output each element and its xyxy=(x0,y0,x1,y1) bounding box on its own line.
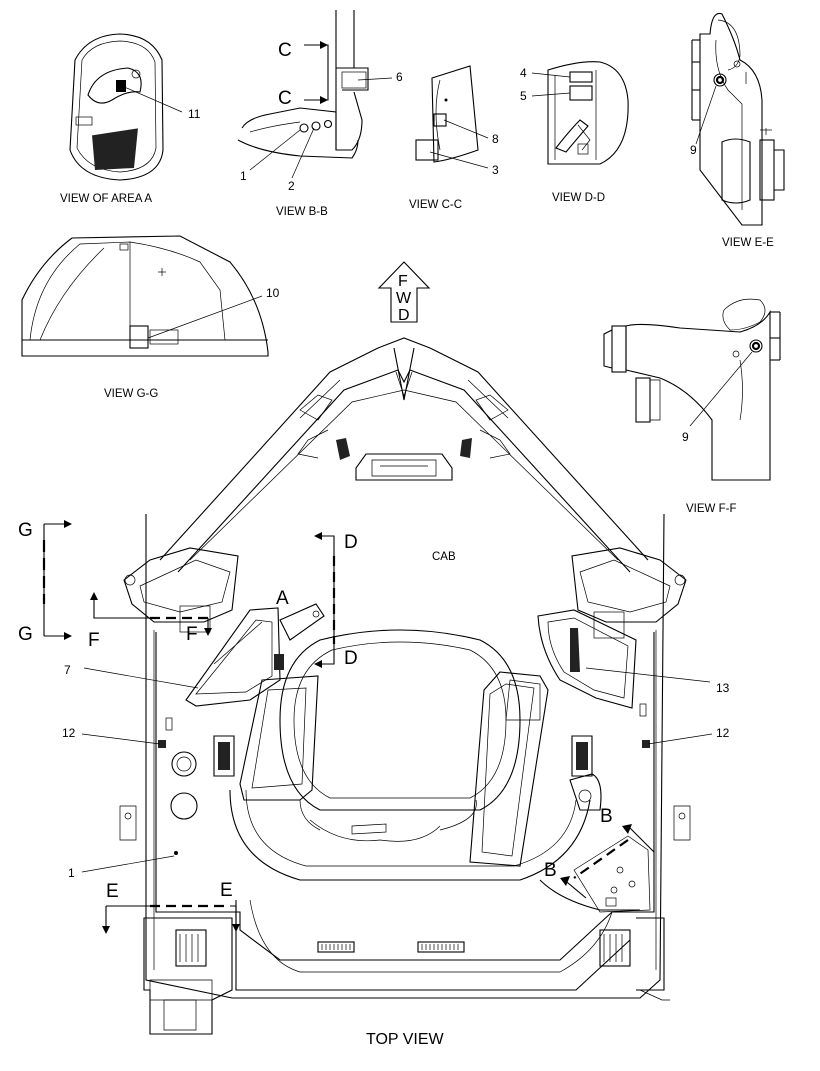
callout-7: 7 xyxy=(64,663,71,677)
callout-8: 8 xyxy=(492,132,499,146)
forward-arrow: F W D xyxy=(377,261,431,324)
callout-13: 13 xyxy=(716,681,730,695)
fwd-letter-f: F xyxy=(398,273,408,290)
section-letter-g-top: G xyxy=(18,520,33,541)
callout-1-top: 1 xyxy=(68,866,75,880)
section-letter-e-left: E xyxy=(106,881,119,902)
section-letter-d-top: D xyxy=(344,532,358,553)
callout-10: 10 xyxy=(266,286,280,300)
section-letter-b-bottom: B xyxy=(544,860,557,881)
section-letter-f-left: F xyxy=(88,630,100,651)
callout-5: 5 xyxy=(520,89,527,103)
section-letter-e-right: E xyxy=(220,880,233,901)
view-e-e: 9 VIEW E-E xyxy=(690,12,785,249)
callout-11: 11 xyxy=(188,107,201,121)
view-b-b: 6 1 2 C C VIEW B-B xyxy=(237,10,403,218)
caption-view-c-c: VIEW C-C xyxy=(409,199,462,211)
caption-view-e-e: VIEW E-E xyxy=(722,237,774,249)
view-g-g: 10 VIEW G-G xyxy=(21,235,280,400)
callout-1-bb: 1 xyxy=(240,169,247,183)
caption-view-b-b: VIEW B-B xyxy=(276,206,328,218)
section-letter-g-bottom: G xyxy=(18,624,33,645)
callout-2: 2 xyxy=(288,179,295,193)
section-letter-b-top: B xyxy=(600,806,613,827)
view-area-a: 11 VIEW OF AREA A xyxy=(60,33,201,205)
section-letter-f-right: F xyxy=(186,624,198,645)
callout-12-right: 12 xyxy=(716,726,730,740)
section-letter-c-bottom: C xyxy=(278,88,292,109)
caption-view-g-g: VIEW G-G xyxy=(104,388,158,400)
callout-9-ee: 9 xyxy=(690,143,697,157)
view-d-d: 4 5 VIEW D-D xyxy=(520,61,629,204)
callout-4: 4 xyxy=(520,66,527,80)
section-letter-d-bottom: D xyxy=(344,648,358,669)
fwd-letter-w: W xyxy=(396,290,412,307)
caption-view-d-d: VIEW D-D xyxy=(552,192,605,204)
callout-12-left: 12 xyxy=(62,726,76,740)
top-view: G G F F D D E E B B CAB A 7 12 xyxy=(18,337,730,1048)
caption-top-view: TOP VIEW xyxy=(366,1031,445,1048)
callout-6: 6 xyxy=(396,70,403,84)
fwd-letter-d: D xyxy=(398,307,410,324)
area-letter-a: A xyxy=(276,588,289,609)
cab-label: CAB xyxy=(432,551,456,563)
caption-view-f-f: VIEW F-F xyxy=(686,503,736,515)
callout-3: 3 xyxy=(492,163,499,177)
view-f-f: 9 VIEW F-F xyxy=(603,298,781,515)
callout-9-ff: 9 xyxy=(682,430,689,444)
caption-view-area-a: VIEW OF AREA A xyxy=(60,193,152,205)
section-letter-c-top: C xyxy=(278,40,292,61)
view-c-c: 8 3 VIEW C-C xyxy=(409,65,499,211)
